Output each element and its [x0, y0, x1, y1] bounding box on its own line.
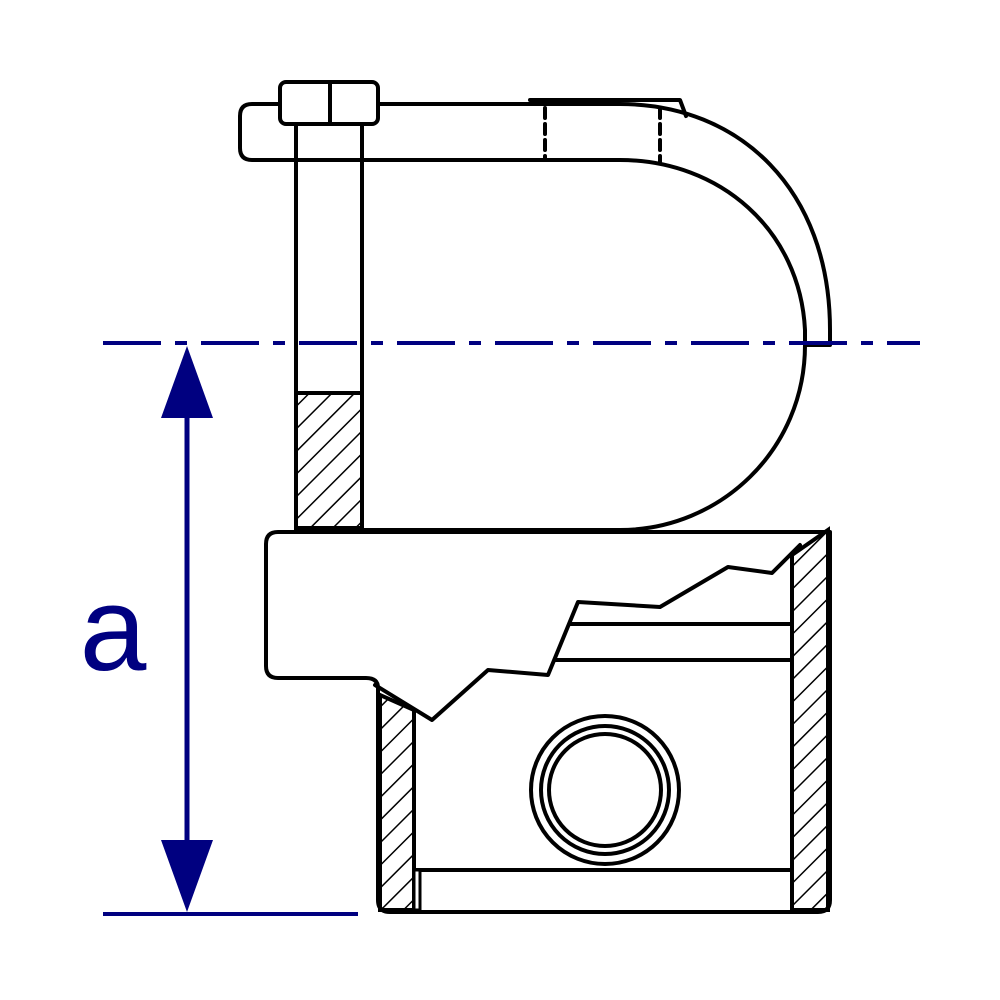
fitting-body [264, 526, 832, 914]
clamped-pipe-outline [360, 343, 807, 532]
dimension-arrow [161, 346, 213, 912]
left-wall-hatch [378, 691, 416, 912]
bolt-section-hatch [294, 391, 364, 530]
bolt-head [278, 80, 380, 126]
dimension-label: a [80, 562, 147, 696]
right-wall-hatch [790, 526, 830, 912]
left-wall-inner [412, 868, 422, 912]
clamp-arm [238, 98, 832, 347]
grub-screw-hole [529, 714, 681, 866]
arrow-down-head [161, 840, 213, 912]
bolt-shaft [294, 122, 364, 530]
arrow-up-head [161, 346, 213, 418]
